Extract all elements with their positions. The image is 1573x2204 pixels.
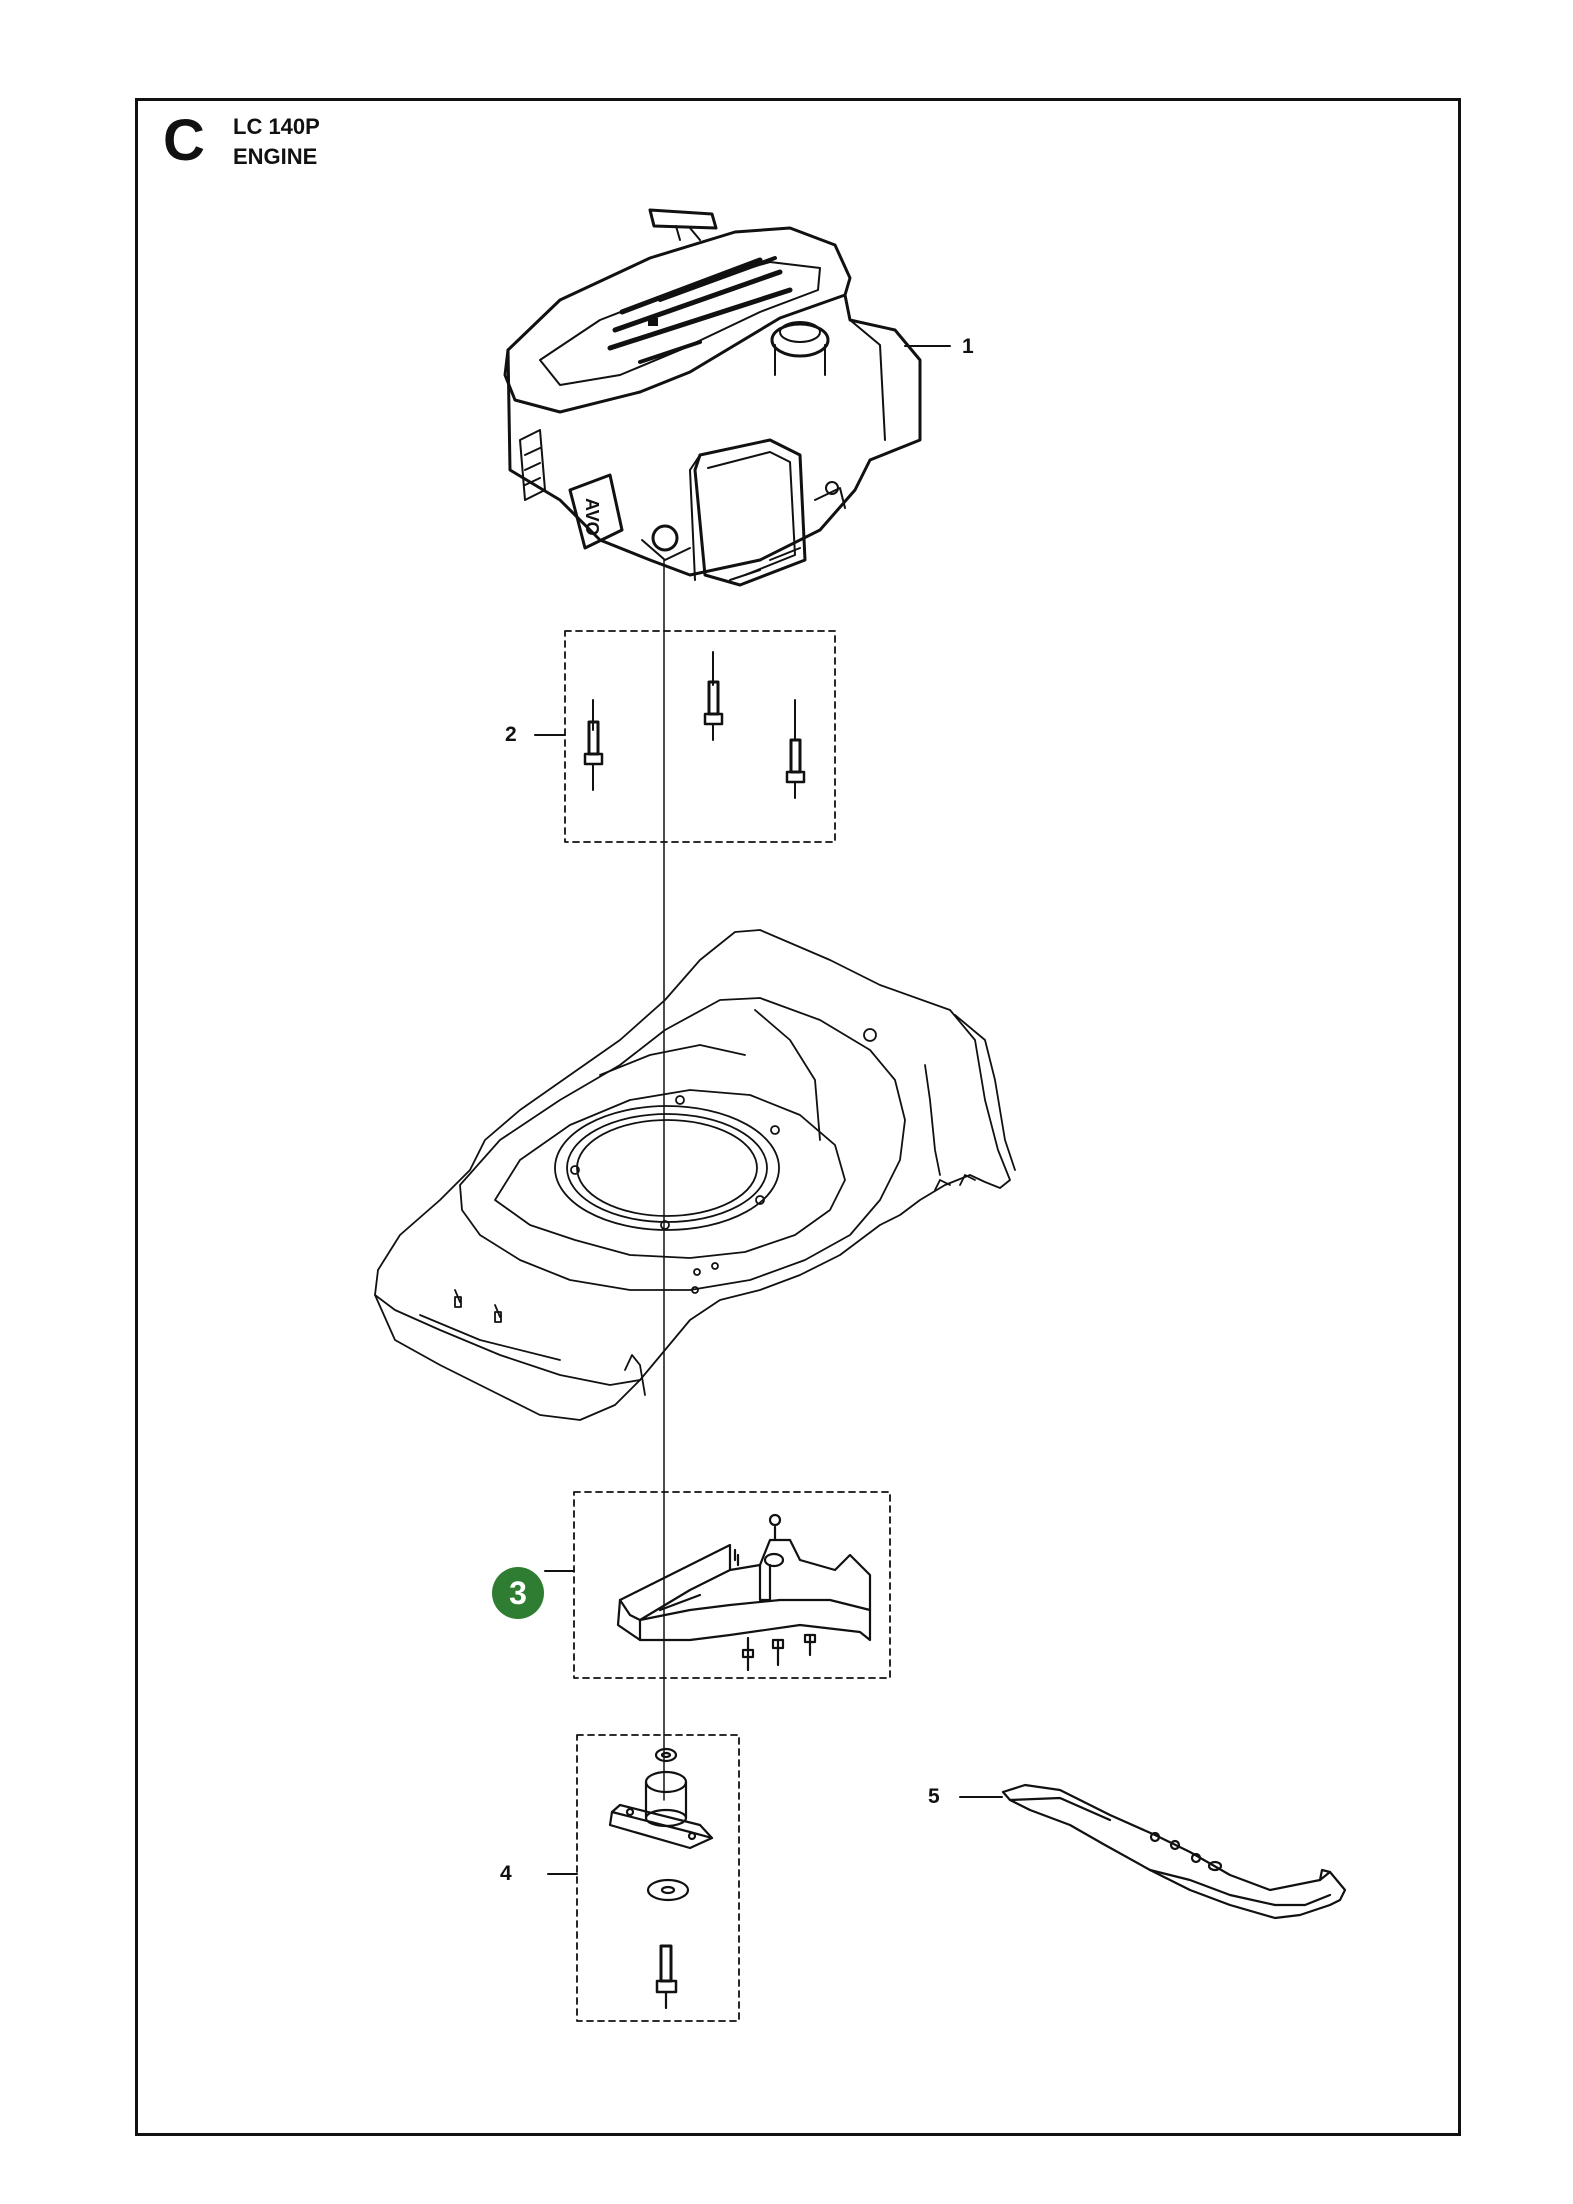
bolt-left[interactable] xyxy=(583,699,604,791)
callout-2[interactable]: 2 xyxy=(505,723,517,746)
svg-text:AVO: AVO xyxy=(582,498,602,536)
blade-illustration[interactable] xyxy=(1001,1783,1347,1920)
group-title: ENGINE xyxy=(233,144,318,169)
bolts-kit-box xyxy=(564,630,836,843)
mower-deck-illustration xyxy=(374,929,1016,1421)
hub-kit-box xyxy=(576,1734,740,2022)
bolt-center[interactable] xyxy=(703,651,724,741)
diagram-frame xyxy=(135,98,1461,2136)
engine-illustration[interactable]: AVO xyxy=(503,208,922,587)
blade-hub-illustration[interactable] xyxy=(608,1747,714,2010)
section-letter: C xyxy=(163,108,205,173)
model-title: LC 140P xyxy=(233,114,320,139)
deck-bracket-illustration[interactable] xyxy=(616,1513,872,1672)
callout-1[interactable]: 1 xyxy=(962,335,974,358)
callout-5[interactable]: 5 xyxy=(928,1785,940,1808)
bracket-kit-box xyxy=(573,1491,891,1679)
callout-4[interactable]: 4 xyxy=(500,1862,512,1885)
bolt-right[interactable] xyxy=(785,699,806,799)
callout-3-highlighted[interactable]: 3 xyxy=(492,1567,544,1619)
